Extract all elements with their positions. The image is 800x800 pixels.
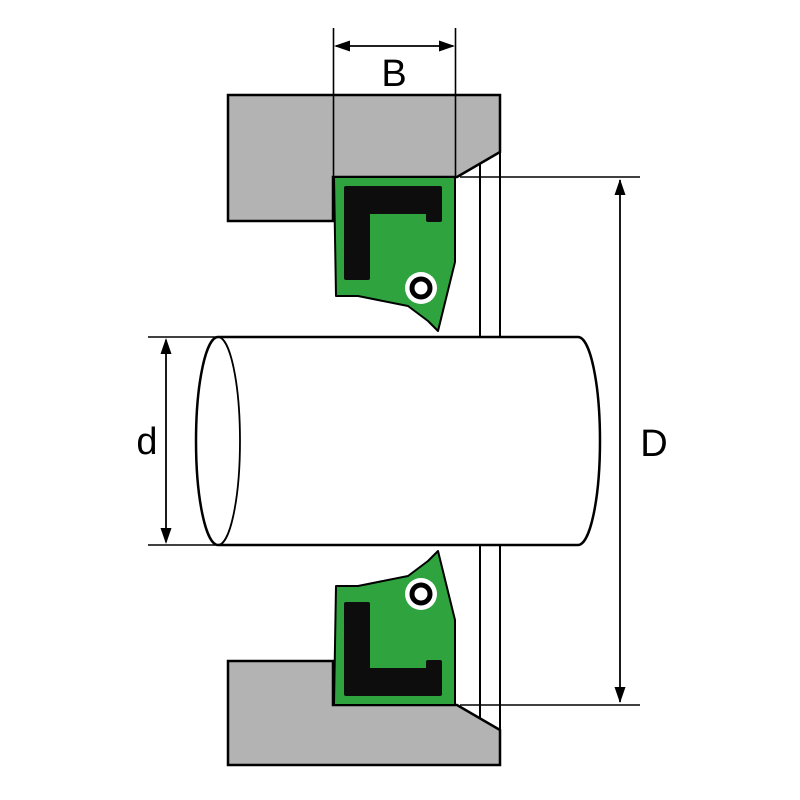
d-arrowhead-top bbox=[160, 338, 172, 354]
b-dimension-label: B bbox=[381, 53, 406, 95]
b-arrowhead-left bbox=[334, 40, 350, 52]
D-arrowhead-top bbox=[614, 179, 626, 195]
d-arrowhead-bottom bbox=[160, 528, 172, 544]
D-dimension-label: D bbox=[640, 423, 667, 465]
D-arrowhead-bottom bbox=[614, 687, 626, 703]
b-arrowhead-right bbox=[439, 40, 455, 52]
shaft bbox=[194, 335, 602, 547]
shaft-end-ellipse-arc bbox=[217, 336, 241, 546]
d-dimension-label: d bbox=[136, 421, 157, 463]
